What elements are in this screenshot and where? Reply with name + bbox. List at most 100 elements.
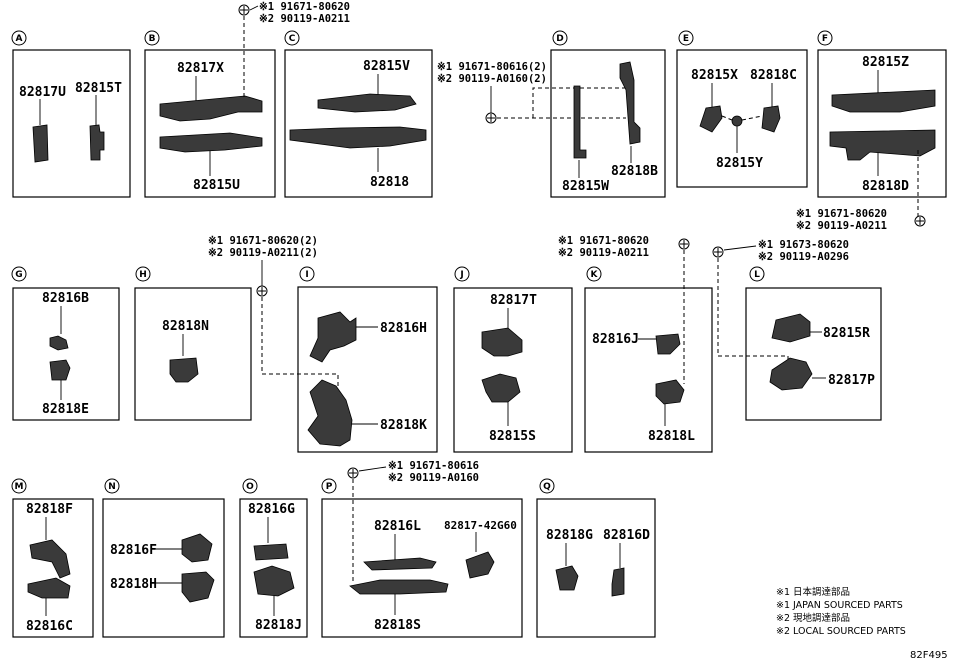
- part-number-82818e: 82818E: [42, 402, 89, 417]
- bolt-icon-k: [678, 238, 690, 250]
- bracket-82818-shape: [289, 126, 427, 149]
- part-number-82815r: 82815R: [823, 326, 870, 341]
- bracket-82815u-shape: [159, 132, 263, 153]
- clip-82816d-shape: [611, 567, 625, 597]
- panel-label-a: A: [11, 30, 27, 46]
- fastener-note-f-2: ※2 90119-A0211: [796, 220, 887, 232]
- svg-text:P: P: [326, 482, 333, 492]
- legend-line-1: ※1 日本調達部品: [776, 586, 850, 598]
- bolt-leader-l: [717, 258, 789, 368]
- bracket-82818h-shape: [181, 571, 215, 603]
- bracket-82818f-shape: [29, 539, 71, 579]
- part-number-82818g: 82818G: [546, 528, 593, 543]
- panel-box-l: [745, 287, 882, 421]
- part-number-82815t: 82815T: [75, 81, 122, 96]
- part-number-82816f: 82816F: [110, 543, 157, 558]
- fastener-note-top-2: ※2 90119-A0211: [259, 13, 350, 25]
- part-number-82815v: 82815V: [363, 59, 410, 74]
- svg-text:B: B: [149, 34, 156, 44]
- part-number-82818s: 82818S: [374, 618, 421, 633]
- bolt-icon-d: [485, 112, 497, 124]
- bracket-82817x-shape: [159, 95, 263, 122]
- clip-82818l-shape: [655, 379, 685, 405]
- svg-text:M: M: [15, 482, 24, 492]
- legend-line-3: ※2 現地調達部品: [776, 612, 850, 624]
- clip-82818j-shape: [253, 565, 295, 597]
- part-number-82816g: 82816G: [248, 502, 295, 517]
- bolt-leader-d-2: [532, 87, 626, 118]
- clip-82818g-shape: [555, 565, 579, 591]
- bracket-82818d-shape: [829, 129, 936, 161]
- part-number-82815u: 82815U: [193, 178, 240, 193]
- bracket-82816f-shape: [181, 533, 213, 563]
- panel-box-b: [144, 49, 276, 198]
- diagram-code: 82F495: [910, 650, 948, 661]
- part-number-82815s: 82815S: [489, 429, 536, 444]
- svg-text:J: J: [459, 270, 463, 280]
- svg-text:E: E: [683, 34, 689, 44]
- bolt-icon-f: [914, 215, 926, 227]
- clip-82816b-shape: [49, 335, 69, 351]
- clip-82816g-shape: [253, 543, 289, 561]
- panel-label-c: C: [284, 30, 300, 46]
- clip-82818c-shape: [761, 105, 781, 133]
- svg-text:D: D: [556, 34, 563, 44]
- part-number-82818l: 82818L: [648, 429, 695, 444]
- svg-text:G: G: [15, 270, 22, 280]
- part-number-82818h: 82818H: [110, 577, 157, 592]
- fastener-note-k-1: ※1 91671-80620: [558, 235, 649, 247]
- bracket-82815v-shape: [317, 93, 417, 113]
- part-number-82818f: 82818F: [26, 502, 73, 517]
- bracket-82816l-shape: [363, 557, 437, 571]
- part-number-82815w: 82815W: [562, 179, 609, 194]
- svg-text:H: H: [139, 270, 147, 280]
- panel-box-e: [676, 49, 808, 188]
- fastener-note-p-2: ※2 90119-A0160: [388, 472, 479, 484]
- part-number-82818d: 82818D: [862, 179, 909, 194]
- panel-label-q: Q: [539, 478, 555, 494]
- grommet-82818n-shape: [169, 357, 199, 383]
- panel-box-i: [297, 286, 438, 453]
- part-number-82818b: 82818B: [611, 164, 658, 179]
- part-number-82817x: 82817X: [177, 61, 224, 76]
- fastener-note-k-2: ※2 90119-A0211: [558, 247, 649, 259]
- panel-label-m: M: [11, 478, 27, 494]
- fastener-note-i-2: ※2 90119-A0211(2): [208, 247, 318, 259]
- fastener-note-f-1: ※1 91671-80620: [796, 208, 887, 220]
- part-number-82815z: 82815Z: [862, 55, 909, 70]
- bracket-82817t-shape: [481, 327, 523, 357]
- panel-label-b: B: [144, 30, 160, 46]
- panel-label-d: D: [552, 30, 568, 46]
- bracket-82816c-shape: [27, 577, 71, 599]
- part-number-82818: 82818: [370, 175, 409, 190]
- bracket-82817p-shape: [769, 357, 813, 391]
- panel-box-f: [817, 49, 947, 198]
- part-number-82818c: 82818C: [750, 68, 797, 83]
- svg-text:A: A: [16, 34, 23, 44]
- part-number-82815x: 82815X: [691, 68, 738, 83]
- bracket-82816h-shape: [309, 311, 357, 363]
- bolt-icon-top-b: [238, 4, 250, 16]
- bolt-icon-l: [712, 246, 724, 258]
- svg-text:Q: Q: [543, 482, 551, 492]
- nut-82815y-shape: [731, 115, 743, 127]
- svg-text:F: F: [822, 34, 828, 44]
- panel-box-a: [12, 49, 131, 198]
- fastener-note-p-1: ※1 91671-80616: [388, 460, 479, 472]
- bracket-82815r-shape: [771, 313, 811, 343]
- part-number-82816l: 82816L: [374, 519, 421, 534]
- panel-label-f: F: [817, 30, 833, 46]
- part-number-82818j: 82818J: [255, 618, 302, 633]
- panel-label-o: O: [242, 478, 258, 494]
- part-number-82816b: 82816B: [42, 291, 89, 306]
- panel-label-i: I: [299, 266, 315, 282]
- panel-label-n: N: [104, 478, 120, 494]
- part-number-82818k: 82818K: [380, 418, 427, 433]
- svg-text:K: K: [591, 270, 599, 280]
- clip-82818e-shape: [49, 359, 71, 381]
- panel-box-c: [284, 49, 433, 198]
- fastener-note-d-1: ※1 91671-80616(2): [437, 61, 547, 73]
- svg-text:O: O: [246, 482, 254, 492]
- panel-box-d: [550, 49, 666, 198]
